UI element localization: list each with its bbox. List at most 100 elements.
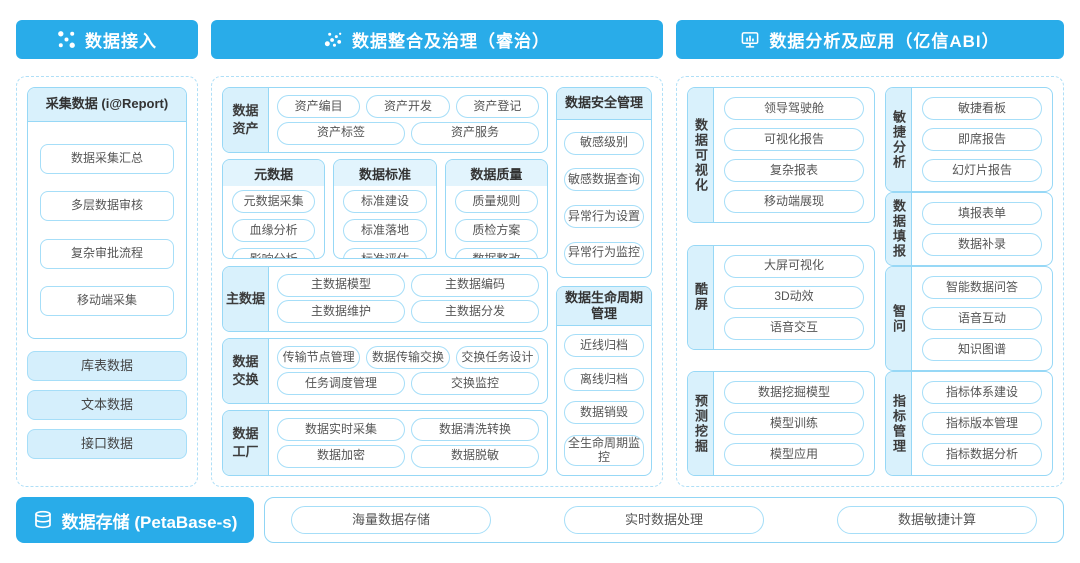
data-reporting-item[interactable]: 数据补录 — [922, 233, 1042, 256]
visualization-item[interactable]: 可视化报告 — [724, 128, 864, 151]
storage-capability-item[interactable]: 海量数据存储 — [291, 506, 491, 534]
exchange-item[interactable]: 交换任务设计 — [455, 346, 539, 370]
group-data-reporting-items: 填报表单数据补录 — [912, 193, 1052, 265]
group-data-reporting: 数据填报 填报表单数据补录 — [885, 192, 1053, 266]
quality-item[interactable]: 数据整改 — [454, 248, 538, 259]
factory-item[interactable]: 数据清洗转换 — [411, 418, 539, 442]
data-asset-row: 数据资产 资产编目资产开发资产登记 资产标签资产服务 — [222, 87, 548, 153]
metadata-item[interactable]: 影响分析 — [232, 248, 316, 259]
factory-item[interactable]: 数据实时采集 — [277, 418, 405, 442]
mining-item[interactable]: 模型应用 — [724, 443, 864, 466]
cool-screen-item[interactable]: 大屏可视化 — [724, 254, 864, 278]
mining-item[interactable]: 模型训练 — [724, 412, 864, 435]
visualization-item[interactable]: 复杂报表 — [724, 159, 864, 182]
smart-qa-item[interactable]: 知识图谱 — [922, 338, 1042, 361]
data-source-item[interactable]: 接口数据 — [27, 429, 187, 459]
data-exchange-label: 数据交换 — [223, 338, 269, 403]
collect-card-title: 采集数据 (i@Report) — [28, 88, 186, 122]
data-asset-label: 数据资产 — [223, 88, 269, 152]
panel-governance: 数据资产 资产编目资产开发资产登记 资产标签资产服务 元数据 元数据采集血缘分析… — [211, 76, 663, 487]
governance-side-column: 数据安全管理 敏感级别敏感数据查询异常行为设置异常行为监控 数据生命周期管理 近… — [556, 87, 652, 476]
master-data-row: 主数据 主数据模型主数据编码 主数据维护主数据分发 — [222, 265, 548, 332]
data-factory-label: 数据工厂 — [223, 411, 269, 475]
security-item[interactable]: 敏感数据查询 — [564, 168, 644, 192]
exchange-item[interactable]: 传输节点管理 — [277, 346, 361, 370]
collect-data-card: 采集数据 (i@Report) 数据采集汇总多层数据审核复杂审批流程移动端采集 — [27, 87, 187, 339]
governance-columns: 元数据 元数据采集血缘分析影响分析 数据标准 标准建设标准落地标准评估 数据质量… — [222, 159, 548, 260]
data-standard-items: 标准建设标准落地标准评估 — [334, 186, 435, 259]
smart-qa-item[interactable]: 智能数据问答 — [922, 276, 1042, 299]
master-item[interactable]: 主数据分发 — [411, 300, 539, 324]
group-smart-qa: 智问 智能数据问答语音互动知识图谱 — [885, 266, 1053, 371]
standard-item[interactable]: 标准建设 — [343, 190, 427, 214]
analysis-right-column: 敏捷分析 敏捷看板即席报告幻灯片报告 数据填报 填报表单数据补录 智问 智能数据… — [885, 87, 1053, 476]
data-source-item[interactable]: 库表数据 — [27, 351, 187, 381]
visualization-item[interactable]: 领导驾驶舱 — [724, 97, 864, 120]
factory-item[interactable]: 数据脱敏 — [411, 444, 539, 468]
agile-analysis-item[interactable]: 敏捷看板 — [922, 97, 1042, 120]
header-data-access[interactable]: 数据接入 — [16, 20, 198, 59]
data-quality-items: 质量规则质检方案数据整改 — [446, 186, 547, 259]
agile-analysis-item[interactable]: 幻灯片报告 — [922, 159, 1042, 182]
metadata-item[interactable]: 元数据采集 — [232, 190, 316, 214]
network-nodes-icon — [57, 30, 76, 49]
indicator-item[interactable]: 指标数据分析 — [922, 443, 1042, 466]
group-data-visualization-label: 数据可视化 — [688, 88, 714, 222]
asset-item[interactable]: 资产服务 — [411, 121, 539, 145]
security-item[interactable]: 异常行为设置 — [564, 205, 644, 229]
agile-analysis-item[interactable]: 即席报告 — [922, 128, 1042, 151]
visualization-item[interactable]: 移动端展现 — [724, 190, 864, 213]
asset-item[interactable]: 资产编目 — [277, 95, 361, 119]
exchange-item[interactable]: 数据传输交换 — [366, 346, 450, 370]
metadata-card: 元数据 元数据采集血缘分析影响分析 — [222, 159, 326, 260]
master-data-label: 主数据 — [223, 266, 269, 331]
metadata-title: 元数据 — [223, 160, 325, 187]
standard-item[interactable]: 标准评估 — [343, 248, 427, 259]
collect-item[interactable]: 多层数据审核 — [40, 191, 174, 222]
master-item[interactable]: 主数据编码 — [411, 273, 539, 297]
group-indicator-management-items: 指标体系建设指标版本管理指标数据分析 — [912, 372, 1052, 475]
data-exchange-items-row2: 任务调度管理交换监控 — [277, 372, 539, 396]
indicator-item[interactable]: 指标版本管理 — [922, 412, 1042, 435]
header-data-access-label: 数据接入 — [85, 32, 157, 51]
data-lifecycle-card: 数据生命周期管理 近线归档离线归档数据销毁全生命周期监控 — [556, 285, 652, 476]
storage-capability-item[interactable]: 实时数据处理 — [564, 506, 764, 534]
exchange-item[interactable]: 任务调度管理 — [277, 372, 405, 396]
lifecycle-item[interactable]: 全生命周期监控 — [564, 434, 644, 467]
standard-item[interactable]: 标准落地 — [343, 219, 427, 243]
security-item[interactable]: 敏感级别 — [564, 131, 644, 155]
exchange-item[interactable]: 交换监控 — [411, 372, 539, 396]
data-source-item[interactable]: 文本数据 — [27, 390, 187, 420]
asset-item[interactable]: 资产标签 — [277, 121, 405, 145]
quality-item[interactable]: 质量规则 — [454, 190, 538, 214]
storage-capability-item[interactable]: 数据敏捷计算 — [837, 506, 1037, 534]
collect-item[interactable]: 复杂审批流程 — [40, 238, 174, 269]
master-item[interactable]: 主数据模型 — [277, 273, 405, 297]
mining-item[interactable]: 数据挖掘模型 — [724, 381, 864, 404]
group-predictive-mining: 预测挖掘 数据挖掘模型模型训练模型应用 — [687, 371, 875, 476]
collect-item[interactable]: 数据采集汇总 — [40, 143, 174, 174]
lifecycle-item[interactable]: 离线归档 — [564, 367, 644, 391]
asset-item[interactable]: 资产登记 — [455, 95, 539, 119]
header-analysis[interactable]: 数据分析及应用（亿信ABI） — [676, 20, 1064, 59]
header-governance[interactable]: 数据整合及治理（睿治） — [211, 20, 663, 59]
storage-header[interactable]: 数据存储 (PetaBase-s) — [16, 497, 254, 543]
cool-screen-item[interactable]: 3D动效 — [724, 285, 864, 309]
collect-item[interactable]: 移动端采集 — [40, 286, 174, 317]
metadata-item[interactable]: 血缘分析 — [232, 219, 316, 243]
master-data-items: 主数据模型主数据编码 主数据维护主数据分发 — [269, 267, 547, 331]
cool-screen-item[interactable]: 语音交互 — [724, 316, 864, 340]
master-item[interactable]: 主数据维护 — [277, 300, 405, 324]
factory-item[interactable]: 数据加密 — [277, 444, 405, 468]
group-agile-analysis: 敏捷分析 敏捷看板即席报告幻灯片报告 — [885, 87, 1053, 192]
smart-qa-item[interactable]: 语音互动 — [922, 307, 1042, 330]
lifecycle-item[interactable]: 近线归档 — [564, 334, 644, 358]
lifecycle-item[interactable]: 数据销毁 — [564, 401, 644, 425]
indicator-item[interactable]: 指标体系建设 — [922, 381, 1042, 404]
quality-item[interactable]: 质检方案 — [454, 219, 538, 243]
data-quality-title: 数据质量 — [445, 160, 547, 187]
asset-item[interactable]: 资产开发 — [366, 95, 450, 119]
data-reporting-item[interactable]: 填报表单 — [922, 202, 1042, 225]
security-item[interactable]: 异常行为监控 — [564, 241, 644, 265]
